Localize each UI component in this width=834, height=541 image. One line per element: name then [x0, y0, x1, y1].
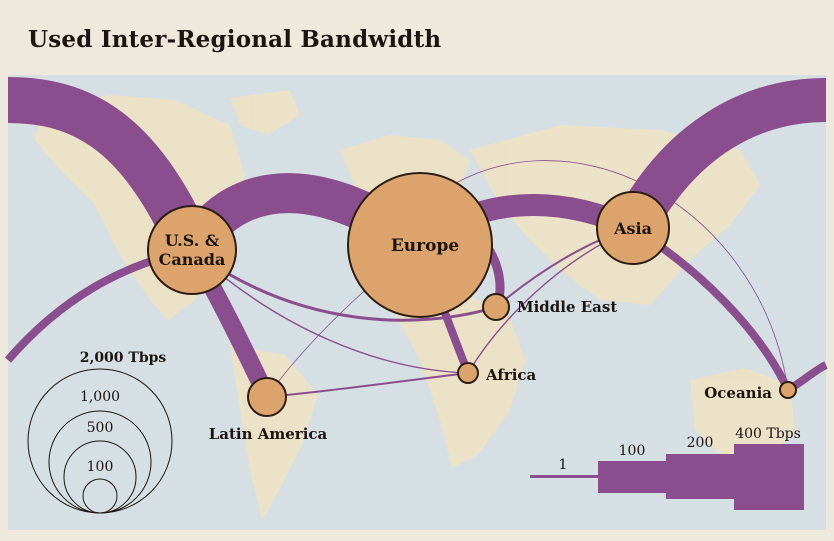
circle-size-legend-labels: 2,000 Tbps 1,000 500 100 [80, 350, 167, 475]
legend-circle-label-500: 500 [87, 420, 114, 436]
node-us-canada [147, 205, 237, 295]
node-africa [457, 362, 479, 384]
legend-circle-100 [82, 478, 118, 514]
flow-us-canada-africa [191, 249, 469, 374]
label-africa: Africa [485, 366, 537, 384]
node-europe [347, 172, 493, 318]
legend-width-label-1: 1 [559, 457, 568, 473]
legend-width-label-400: 400 Tbps [735, 426, 801, 442]
legend-width-200 [666, 454, 736, 499]
legend-width-label-200: 200 [687, 435, 714, 451]
region-nodes [147, 172, 797, 417]
legend-width-100 [598, 461, 668, 493]
label-middle-east: Middle East [517, 298, 617, 316]
legend-width-1 [530, 475, 600, 478]
legend-width-400 [734, 444, 804, 510]
label-us-canada-line1: U.S. & [165, 231, 220, 250]
node-oceania [779, 381, 797, 399]
node-middle-east [482, 293, 510, 321]
label-asia: Asia [613, 219, 652, 238]
label-oceania: Oceania [704, 384, 772, 402]
flow-width-legend-labels: 1 100 200 400 Tbps [559, 426, 801, 473]
legend-circle-label-100: 100 [87, 459, 114, 475]
flow-latin-america-africa [266, 372, 469, 398]
label-latin-america: Latin America [209, 425, 328, 443]
map-title: Used Inter-Regional Bandwidth [28, 26, 442, 53]
label-europe: Europe [391, 236, 459, 256]
legend-width-label-100: 100 [619, 443, 646, 459]
greenland-land [230, 90, 300, 135]
legend-circle-label-2000: 2,000 Tbps [80, 350, 167, 366]
legend-circle-label-1000: 1,000 [80, 389, 120, 405]
flow-width-legend [530, 444, 804, 510]
circle-size-legend [27, 368, 173, 514]
flow-us-canada-asia-west [7, 77, 214, 260]
region-labels: U.S. & Canada Europe Asia Middle East Af… [159, 219, 773, 443]
australia-land [690, 368, 795, 462]
flow-us-canada-middle-east [191, 248, 497, 322]
flow-europe-oceania [429, 160, 789, 391]
label-us-canada-line2: Canada [159, 250, 226, 269]
node-asia [596, 191, 670, 265]
node-latin-america [247, 377, 287, 417]
